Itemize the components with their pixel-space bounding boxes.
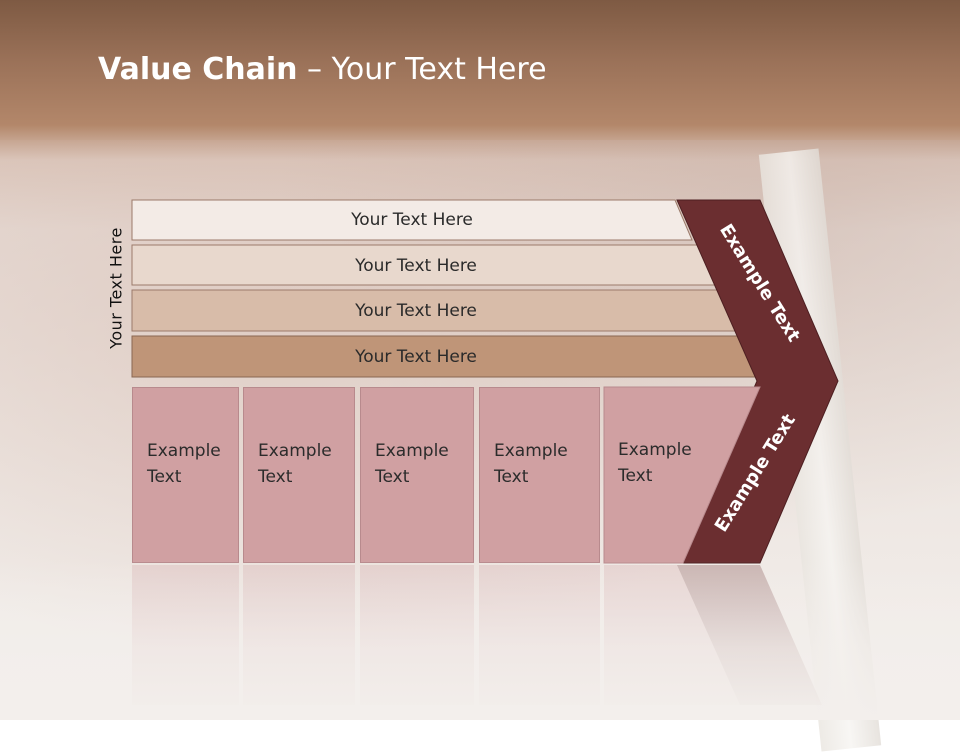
layer-3: Your Text Here	[132, 291, 700, 331]
layer-2-text: Your Text Here	[355, 256, 477, 276]
title-bold: Value Chain	[98, 52, 298, 87]
cell-5-line1: Example	[618, 440, 692, 460]
layer-1: Your Text Here	[132, 200, 692, 240]
cell-4-line1: Example	[494, 441, 568, 461]
value-chain-diagram: Example Text Example Text	[131, 199, 839, 564]
layer-1-text: Your Text Here	[351, 210, 473, 230]
layer-2: Your Text Here	[132, 246, 700, 286]
cell-5-line2: Text	[618, 466, 653, 486]
cell-2: Example Text	[243, 387, 355, 563]
cell-1-line2: Text	[147, 467, 182, 487]
cell-1-line1: Example	[147, 441, 221, 461]
cell-4-line2: Text	[494, 467, 529, 487]
reflection-fade	[0, 560, 960, 720]
layer-4-text: Your Text Here	[355, 347, 477, 367]
layer-4: Your Text Here	[132, 337, 700, 377]
title-rest: – Your Text Here	[297, 52, 547, 87]
layer-1-shape	[131, 199, 693, 241]
cell-4: Example Text	[479, 387, 600, 563]
cell-3-line1: Example	[375, 441, 449, 461]
cell-2-line1: Example	[258, 441, 332, 461]
cell-1: Example Text	[132, 387, 239, 563]
layer-3-text: Your Text Here	[355, 301, 477, 321]
cell-3: Example Text	[360, 387, 474, 563]
slide-title: Value Chain – Your Text Here	[98, 52, 547, 87]
cell-3-line2: Text	[375, 467, 410, 487]
cell-2-line2: Text	[258, 467, 293, 487]
cell-5: Example Text	[604, 387, 714, 563]
